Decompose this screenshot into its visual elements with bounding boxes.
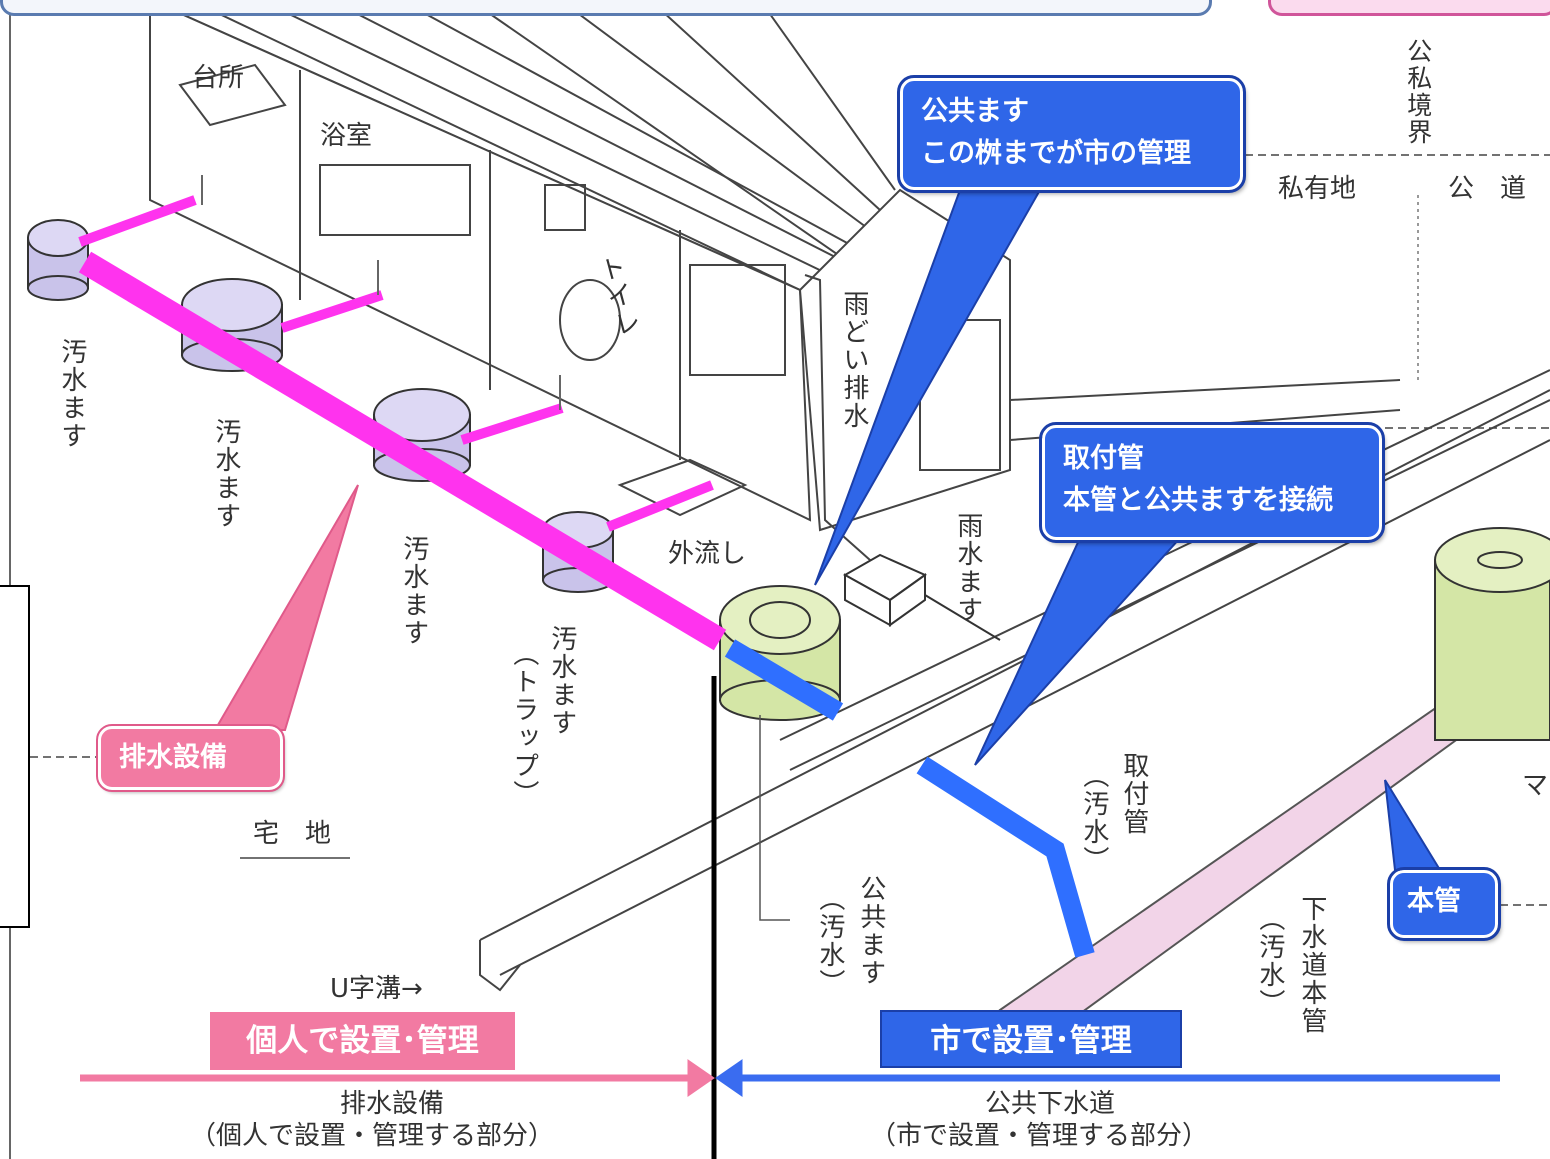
- sewage-basin-icon: [27, 219, 89, 301]
- rainwater-basin-icon: [842, 553, 1001, 641]
- left-side-box: [0, 585, 30, 928]
- main-pipe-label: 下水道本管: [1296, 895, 1327, 1035]
- bath-label: 浴室: [320, 121, 373, 151]
- connection-callout-title: 取付管: [1063, 443, 1144, 474]
- house-wall: [149, 0, 812, 522]
- manhole-icon: [1434, 527, 1550, 741]
- public-basin-note: （汚水）: [814, 885, 845, 997]
- kitchen-sink-icon: [178, 63, 287, 127]
- connection-callout-desc: 本管と公共ますを接続: [1063, 484, 1333, 516]
- city-management-bar: 市で設置･管理: [880, 1010, 1182, 1068]
- trap-basin-label: 汚水ます: [546, 625, 577, 737]
- residential-label: 宅 地: [253, 819, 332, 849]
- private-drain-pipes: [78, 195, 727, 651]
- top-right-frame: [1268, 0, 1550, 16]
- connection-callout-tail: [974, 537, 1183, 766]
- rainwater-basin-label: 雨水ます: [952, 512, 983, 624]
- u-ditch-label: U字溝→: [330, 974, 423, 1004]
- public-basin-callout-title: 公共ます: [921, 96, 1029, 127]
- public-road-label: 公 道: [1448, 174, 1527, 204]
- window: [689, 264, 786, 376]
- gutter-label: 雨どい排水: [838, 290, 869, 430]
- public-basin-callout-desc: この桝までが市の管理: [921, 137, 1191, 169]
- main-pipe-note: （汚水）: [1254, 905, 1285, 1017]
- connection-pipe-label: 取付管: [1118, 752, 1149, 836]
- footer-left-desc: （個人で設置・管理する部分）: [190, 1121, 555, 1151]
- drainage-callout-label: 排水設備: [119, 742, 227, 773]
- outdoor-sink-label: 外流し: [668, 539, 747, 569]
- city-pipes: [724, 639, 1095, 958]
- city-arrow: [715, 1059, 1500, 1097]
- trap-note-label: （トラップ）: [508, 640, 539, 808]
- private-management-bar: 個人で設置･管理: [210, 1012, 515, 1070]
- connection-pipe-note: （汚水）: [1078, 762, 1109, 874]
- private-land-label: 私有地: [1278, 174, 1357, 204]
- public-basin-label: 公共ます: [855, 875, 886, 987]
- top-left-frame: [0, 0, 1212, 16]
- footer-left-title: 排水設備: [340, 1089, 445, 1119]
- sewage-basin-label-2: 汚水ます: [210, 418, 241, 530]
- private-arrow: [80, 1059, 715, 1097]
- manhole-partial-label: マ: [1522, 771, 1549, 801]
- bathtub-icon: [319, 164, 471, 236]
- boundary-label: 公私境界: [1403, 38, 1433, 146]
- footer-right-desc: （市で設置・管理する部分）: [870, 1121, 1209, 1151]
- sewage-basin-label-1: 汚水ます: [56, 338, 87, 450]
- sewage-basin-label-3: 汚水ます: [398, 535, 429, 647]
- footer-right-title: 公共下水道: [985, 1089, 1116, 1119]
- public-basin-callout-tail: [814, 189, 1042, 586]
- toilet-icon: [559, 279, 621, 361]
- main-pipe-callout: 本管: [1387, 867, 1501, 941]
- main-pipe-callout-label: 本管: [1407, 886, 1461, 917]
- kitchen-label: 台所: [192, 63, 245, 93]
- gutter-pipe-icon: [804, 274, 871, 561]
- main-pipe-callout-tail: [1384, 779, 1442, 871]
- drainage-callout: 排水設備: [96, 724, 285, 792]
- connection-callout: 取付管 本管と公共ますを接続: [1039, 422, 1385, 543]
- public-basin-callout: 公共ます この桝までが市の管理: [897, 75, 1246, 193]
